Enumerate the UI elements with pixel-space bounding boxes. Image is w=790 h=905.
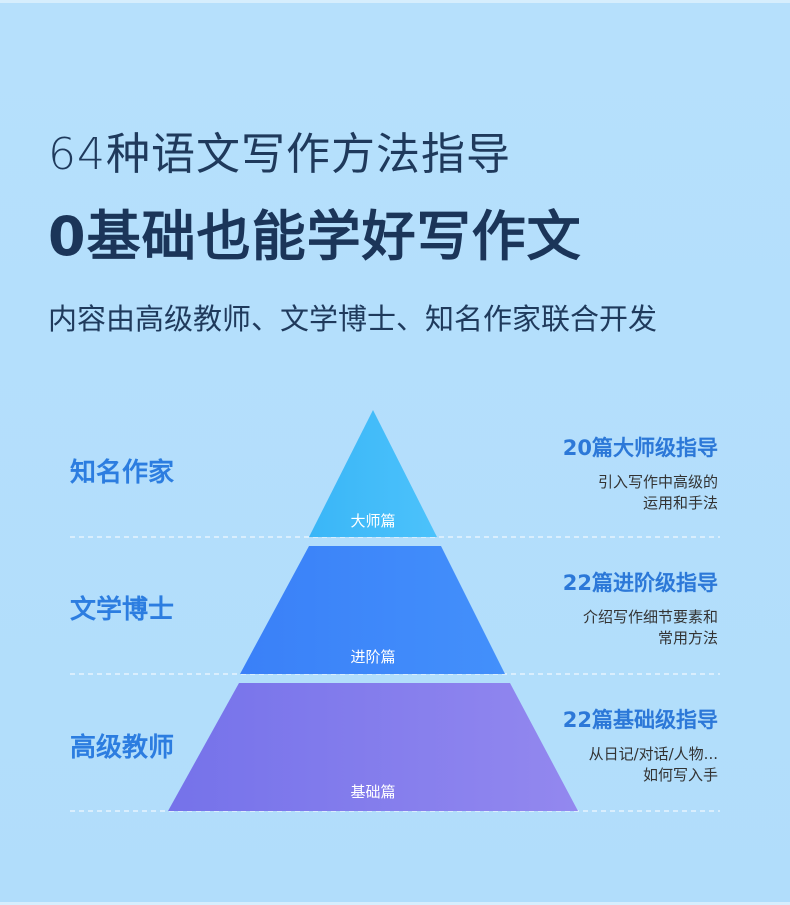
desc-line: 如何写入手 bbox=[642, 766, 718, 784]
tier-label-master: 大师篇 bbox=[350, 512, 396, 530]
desc-line: 从日记/对话/人物... bbox=[588, 745, 718, 763]
pyramid-tier-master bbox=[309, 410, 437, 537]
page-title: 0基础也能学好写作文 bbox=[48, 205, 582, 268]
author-label-writer: 知名作家 bbox=[70, 458, 175, 488]
level-desc-basic: 从日记/对话/人物... 如何写入手 bbox=[589, 744, 718, 786]
author-label-doctor: 文学博士 bbox=[70, 595, 175, 625]
desc-line: 运用和手法 bbox=[642, 494, 718, 512]
pyramid-tier-advanced bbox=[240, 546, 505, 674]
author-label-teacher: 高级教师 bbox=[70, 733, 175, 763]
page-subtitle: 64种语文写作方法指导 bbox=[48, 129, 511, 180]
page-description: 内容由高级教师、文学博士、知名作家联合开发 bbox=[48, 302, 658, 336]
level-heading-master: 20篇大师级指导 bbox=[562, 436, 718, 460]
desc-line: 常用方法 bbox=[657, 629, 718, 647]
tier-label-advanced: 进阶篇 bbox=[350, 648, 396, 666]
level-heading-basic: 22篇基础级指导 bbox=[562, 708, 718, 732]
level-desc-advanced: 介绍写作细节要素和常用方法 bbox=[583, 607, 718, 649]
level-desc-master: 引入写作中高级的运用和手法 bbox=[598, 472, 718, 514]
pyramid-tier-basic bbox=[168, 683, 578, 811]
tier-label-basic: 基础篇 bbox=[350, 783, 396, 801]
desc-line: 介绍写作细节要素和 bbox=[582, 608, 718, 626]
level-heading-advanced: 22篇进阶级指导 bbox=[562, 571, 718, 595]
desc-line: 引入写作中高级的 bbox=[597, 473, 718, 491]
